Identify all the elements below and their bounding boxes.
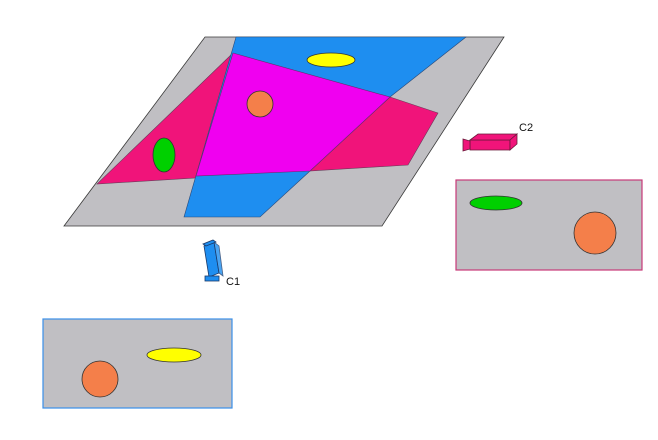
green-ellipse	[152, 137, 176, 173]
camera1-view-frame	[42, 318, 233, 409]
camera1-view	[42, 318, 233, 409]
yellow-ellipse	[146, 347, 202, 363]
green-ellipse	[469, 195, 523, 211]
camera-icon	[462, 133, 519, 152]
camera2-view	[455, 179, 643, 271]
camera-c2: C2	[462, 122, 533, 152]
orange-circle	[81, 360, 119, 398]
camera-icon	[202, 239, 224, 282]
camera-c1: C1	[202, 239, 240, 288]
overlap-region	[195, 52, 391, 177]
yellow-ellipse	[306, 52, 356, 68]
orange-circle	[246, 90, 274, 118]
orange-circle	[573, 211, 617, 255]
camera-c1-label: C1	[226, 276, 240, 288]
camera-c2-label: C2	[519, 122, 533, 134]
